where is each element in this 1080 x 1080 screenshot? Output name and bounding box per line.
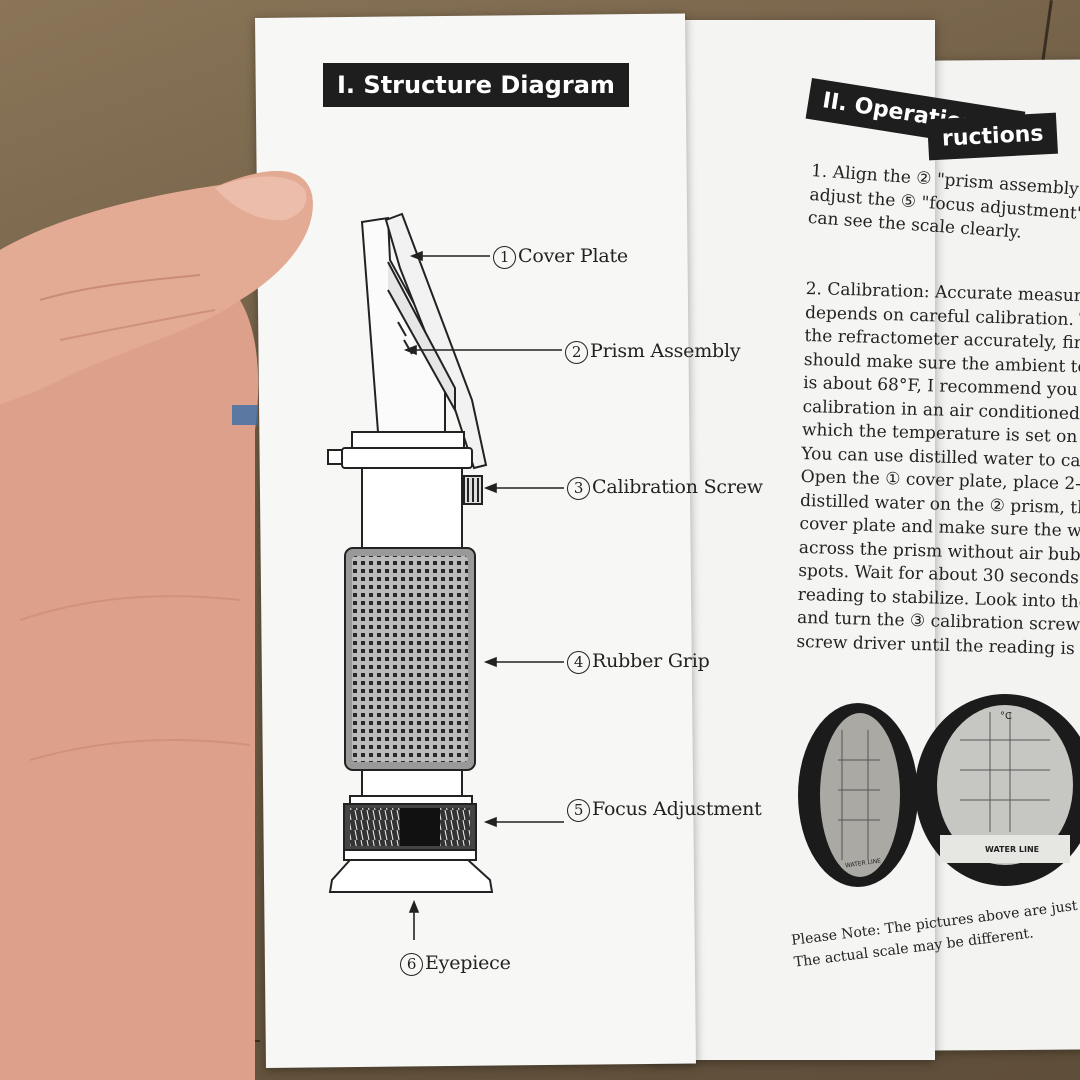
callout-number: 5 <box>567 798 590 822</box>
callout-number: 3 <box>567 476 590 500</box>
callout-number: 4 <box>567 650 590 674</box>
celsius-label: °C <box>1000 711 1012 722</box>
structure-diagram-heading: I. Structure Diagram <box>323 63 629 107</box>
callout-number: 6 <box>400 952 423 976</box>
callout-label: Cover Plate <box>518 245 628 267</box>
callout-label: Eyepiece <box>425 952 511 974</box>
callout-number: 2 <box>565 340 588 364</box>
booklet-middle-page <box>650 20 935 1060</box>
callout-label: Calibration Screw <box>592 476 763 498</box>
callout-number: 1 <box>493 245 516 269</box>
callout-label: Rubber Grip <box>592 650 710 672</box>
water-line-label: WATER LINE <box>985 845 1040 854</box>
callout-label: Focus Adjustment <box>592 798 762 820</box>
callout-label: Prism Assembly <box>590 340 741 362</box>
